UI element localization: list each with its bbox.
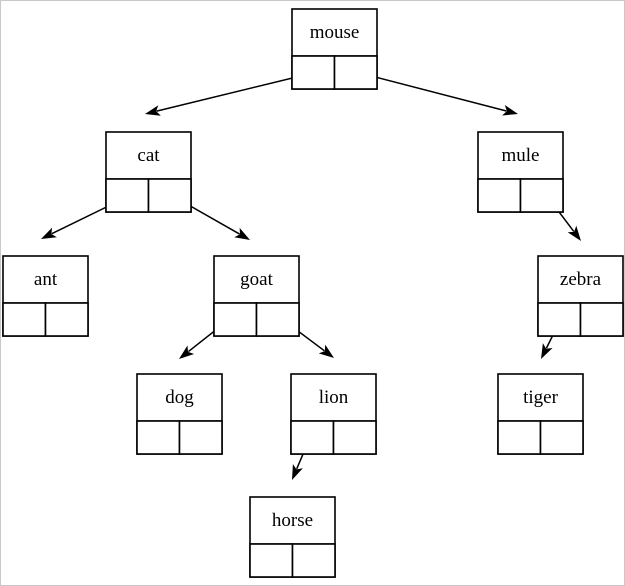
node-right-pointer-cell[interactable] bbox=[178, 420, 223, 455]
node-label: horse bbox=[272, 510, 313, 531]
node-label: cat bbox=[137, 145, 160, 166]
arrowhead-icon bbox=[234, 227, 250, 240]
node-left-pointer-cell[interactable] bbox=[105, 178, 150, 213]
arrowhead-icon bbox=[145, 105, 161, 116]
node-left-pointer-cell[interactable] bbox=[497, 420, 542, 455]
node-label: tiger bbox=[523, 387, 558, 408]
node-label: goat bbox=[240, 269, 273, 290]
node-label: ant bbox=[34, 269, 58, 290]
node-right-pointer-cell[interactable] bbox=[539, 420, 584, 455]
node-label: dog bbox=[165, 387, 194, 408]
tree-node-tiger[interactable]: tiger bbox=[497, 373, 584, 455]
tree-node-ant[interactable]: ant bbox=[2, 255, 89, 337]
edge-shaft bbox=[355, 71, 507, 112]
node-label: zebra bbox=[560, 269, 602, 290]
node-left-pointer-cell[interactable] bbox=[2, 302, 47, 337]
tree-edge-mouse-to-mule bbox=[355, 71, 518, 116]
arrowhead-icon bbox=[567, 225, 581, 241]
node-left-pointer-cell[interactable] bbox=[213, 302, 258, 337]
tree-node-lion[interactable]: lion bbox=[290, 373, 377, 455]
arrowhead-icon bbox=[41, 227, 57, 239]
node-label: mule bbox=[502, 145, 540, 166]
node-right-pointer-cell[interactable] bbox=[579, 302, 624, 337]
arrowhead-icon bbox=[179, 345, 195, 359]
arrowhead-icon bbox=[502, 105, 518, 116]
node-right-pointer-cell[interactable] bbox=[519, 178, 564, 213]
node-right-pointer-cell[interactable] bbox=[332, 420, 377, 455]
node-left-pointer-cell[interactable] bbox=[537, 302, 582, 337]
tree-node-cat[interactable]: cat bbox=[105, 131, 192, 213]
tree-edge-mouse-to-cat bbox=[145, 72, 314, 116]
node-left-pointer-cell[interactable] bbox=[249, 543, 294, 578]
edge-shaft bbox=[156, 72, 314, 112]
node-left-pointer-cell[interactable] bbox=[477, 178, 522, 213]
tree-node-mule[interactable]: mule bbox=[477, 131, 564, 213]
node-left-pointer-cell[interactable] bbox=[290, 420, 335, 455]
node-right-pointer-cell[interactable] bbox=[44, 302, 89, 337]
arrowhead-icon bbox=[318, 344, 334, 358]
node-label: mouse bbox=[310, 22, 360, 43]
node-left-pointer-cell[interactable] bbox=[136, 420, 181, 455]
arrowhead-icon bbox=[292, 464, 303, 480]
node-right-pointer-cell[interactable] bbox=[147, 178, 192, 213]
tree-node-goat[interactable]: goat bbox=[213, 255, 300, 337]
node-right-pointer-cell[interactable] bbox=[291, 543, 336, 578]
tree-node-dog[interactable]: dog bbox=[136, 373, 223, 455]
tree-node-mouse[interactable]: mouse bbox=[291, 8, 378, 90]
nodes-layer: mouse cat mule ant goat zebra dog lion tiger hors… bbox=[2, 8, 624, 578]
tree-node-horse[interactable]: horse bbox=[249, 496, 336, 578]
node-right-pointer-cell[interactable] bbox=[255, 302, 300, 337]
tree-node-zebra[interactable]: zebra bbox=[537, 255, 624, 337]
node-right-pointer-cell[interactable] bbox=[333, 55, 378, 90]
node-label: lion bbox=[319, 387, 349, 408]
arrowhead-icon bbox=[541, 343, 553, 359]
node-left-pointer-cell[interactable] bbox=[291, 55, 336, 90]
